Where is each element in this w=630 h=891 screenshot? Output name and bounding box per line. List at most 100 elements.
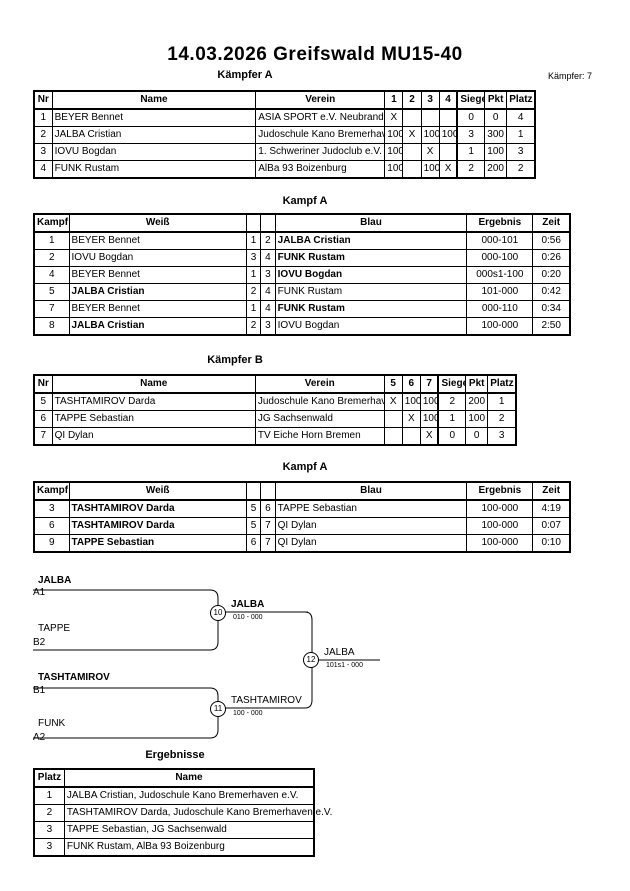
cell: 4 bbox=[33, 160, 53, 179]
pool-a-table: Nr Name Verein 1 2 3 4 Siege Pkt Platz 1… bbox=[33, 90, 536, 179]
cell: TASHTAMIROV Darda bbox=[51, 392, 256, 411]
cell: 100 bbox=[419, 410, 440, 428]
fight-blau-name: TAPPE Sebastian bbox=[274, 499, 468, 518]
fight-10-winner: JALBA bbox=[231, 599, 265, 610]
fight-weiss-nr: 1 bbox=[245, 266, 262, 284]
pool-b-header-row: Nr Name Verein 5 6 7 Siege Pkt Platz bbox=[33, 374, 517, 394]
fight-weiss-nr: 3 bbox=[245, 249, 262, 267]
fight-weiss-name: IOVU Bogdan bbox=[68, 249, 247, 267]
cell: JALBA Cristian, Judoschule Kano Bremerha… bbox=[63, 786, 315, 805]
col-ergebnis: Ergebnis bbox=[466, 481, 534, 501]
fight-ergebnis: 000-110 bbox=[466, 300, 534, 318]
col-zeit: Zeit bbox=[532, 213, 571, 233]
fight-zeit: 0:42 bbox=[532, 283, 571, 301]
cell bbox=[438, 108, 459, 127]
cell: AlBa 93 Boizenburg bbox=[255, 160, 386, 179]
fight-weiss-nr: 5 bbox=[245, 517, 262, 535]
cell: 1 bbox=[506, 126, 536, 144]
fight-number: 7 bbox=[33, 300, 70, 318]
fight-blau-nr: 2 bbox=[260, 231, 276, 250]
fight-ergebnis: 100-000 bbox=[466, 534, 534, 553]
col-5: 5 bbox=[383, 374, 403, 394]
cell bbox=[402, 160, 422, 179]
fight-blau-name: QI Dylan bbox=[274, 534, 468, 553]
col-3: 3 bbox=[420, 90, 440, 110]
cell: JG Sachsenwald bbox=[254, 410, 385, 428]
cell: FUNK Rustam bbox=[51, 160, 257, 179]
col-name: Name bbox=[51, 90, 257, 110]
pool-a-header-row: Nr Name Verein 1 2 3 4 Siege Pkt Platz bbox=[33, 90, 536, 110]
col-kampf: Kampf bbox=[33, 481, 70, 501]
cell: 1 bbox=[437, 410, 467, 428]
fight-zeit: 0:10 bbox=[532, 534, 571, 553]
fight-zeit: 2:50 bbox=[532, 317, 571, 336]
fight-11-winner: TASHTAMIROV bbox=[231, 695, 302, 706]
table-row: 3 TAPPE Sebastian, JG Sachsenwald bbox=[33, 821, 315, 839]
fight-10-score: 010 - 000 bbox=[233, 614, 263, 621]
cell: FUNK Rustam, AlBa 93 Boizenburg bbox=[63, 838, 315, 857]
bracket-p1-name: JALBA bbox=[38, 575, 72, 586]
col-wn bbox=[245, 213, 262, 233]
col-name: Name bbox=[63, 768, 315, 788]
fight-11-node: 11 bbox=[210, 701, 226, 717]
pool-b-title: Kämpfer B bbox=[207, 354, 263, 366]
cell: 3 bbox=[33, 838, 65, 857]
cell: X bbox=[402, 126, 422, 144]
col-siege: Siege bbox=[456, 90, 486, 110]
cell: 100 bbox=[438, 126, 459, 144]
col-ergebnis: Ergebnis bbox=[466, 213, 534, 233]
cell: Judoschule Kano Bremerhaven e.V. bbox=[254, 392, 385, 411]
col-1: 1 bbox=[384, 90, 404, 110]
fight-weiss-name: TASHTAMIROV Darda bbox=[68, 499, 247, 518]
col-weiss: Weiß bbox=[68, 213, 247, 233]
cell bbox=[438, 143, 459, 161]
cell: 300 bbox=[484, 126, 508, 144]
fight-blau-name: IOVU Bogdan bbox=[274, 266, 468, 284]
cell: 100 bbox=[420, 126, 440, 144]
cell: 3 bbox=[456, 126, 486, 144]
fight-blau-nr: 3 bbox=[260, 266, 276, 284]
cell: 6 bbox=[33, 410, 53, 428]
table-row: 6 TAPPE Sebastian JG Sachsenwald X 100 1… bbox=[33, 410, 517, 428]
fight-blau-name: QI Dylan bbox=[274, 517, 468, 535]
fight-blau-nr: 7 bbox=[260, 534, 276, 553]
cell: 2 bbox=[456, 160, 486, 179]
table-row: 2 TASHTAMIROV Darda, Judoschule Kano Bre… bbox=[33, 804, 332, 822]
cell: IOVU Bogdan bbox=[51, 143, 257, 161]
col-name: Name bbox=[51, 374, 256, 394]
fight-zeit: 0:34 bbox=[532, 300, 571, 318]
bracket-p4-seed: A2 bbox=[33, 732, 46, 743]
bracket-p2-seed: B2 bbox=[33, 637, 46, 648]
fight-weiss-name: BEYER Bennet bbox=[68, 300, 247, 318]
fight-weiss-name: TASHTAMIROV Darda bbox=[68, 517, 247, 535]
cell: 1 bbox=[456, 143, 486, 161]
kampf-a1-header-row: Kampf Weiß Blau Ergebnis Zeit bbox=[33, 213, 571, 233]
table-row: 4 FUNK Rustam AlBa 93 Boizenburg 100 100… bbox=[33, 160, 536, 179]
fight-zeit: 0:56 bbox=[532, 231, 571, 250]
col-4: 4 bbox=[438, 90, 459, 110]
cell: TAPPE Sebastian, JG Sachsenwald bbox=[63, 821, 315, 839]
fight-zeit: 0:26 bbox=[532, 249, 571, 267]
bracket-p4-name: FUNK bbox=[38, 718, 66, 729]
fight-ergebnis: 000-100 bbox=[466, 249, 534, 267]
cell: 0 bbox=[437, 427, 467, 446]
cell: TASHTAMIROV Darda, Judoschule Kano Breme… bbox=[63, 804, 332, 822]
col-pkt: Pkt bbox=[465, 374, 489, 394]
cell: 2 bbox=[487, 410, 517, 428]
cell bbox=[383, 427, 403, 446]
kampf-a2-title: Kampf A bbox=[282, 461, 328, 473]
col-platz: Platz bbox=[33, 768, 65, 788]
fight-weiss-nr: 1 bbox=[245, 300, 262, 318]
fight-weiss-nr: 1 bbox=[245, 231, 262, 250]
col-nr: Nr bbox=[33, 90, 53, 110]
cell: 2 bbox=[33, 804, 65, 822]
bracket-p1-seed: A1 bbox=[33, 587, 46, 598]
cell: 100 bbox=[384, 126, 404, 144]
